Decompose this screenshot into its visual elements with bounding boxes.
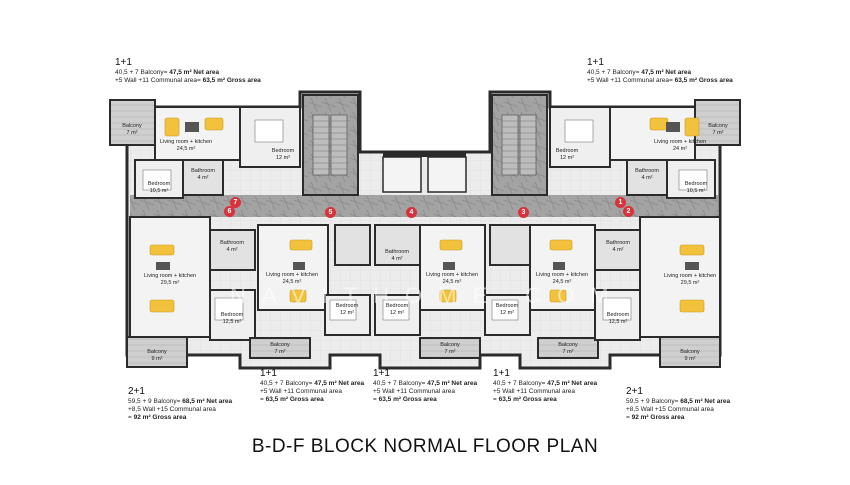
unit-info-bottom-right: 2+1 59,5 + 9 Balcony= 68,5 m² Net area +… [626, 386, 731, 421]
page-title: B-D-F BLOCK NORMAL FLOOR PLAN [251, 436, 599, 457]
bl-balcony [126, 336, 188, 368]
bed-icons [142, 119, 708, 321]
marker-1: 1 [615, 197, 626, 208]
marker-4: 4 [406, 207, 417, 218]
unit-info-bottom-mid-3: 1+1 40,5 + 7 Balcony= 47,5 m² Net area +… [493, 368, 598, 403]
marker-2: 2 [623, 206, 634, 217]
b3-balcony [537, 337, 599, 359]
unit-info-top-left: 1+1 40,5 + 7 Balcony= 47,5 m² Net area +… [115, 57, 261, 84]
elevator-1 [382, 156, 422, 193]
unit-info-top-right: 1+1 40,5 + 7 Balcony= 47,5 m² Net area +… [587, 57, 733, 84]
b1-balcony [249, 337, 311, 359]
elevator-2 [427, 156, 467, 193]
sofa-icons [149, 117, 705, 313]
b2-balcony [419, 337, 481, 359]
table-icons [156, 122, 699, 270]
marker-7: 7 [230, 197, 241, 208]
unit-info-bottom-mid-2: 1+1 40,5 + 7 Balcony= 47,5 m² Net area +… [373, 368, 478, 403]
watermark: NAVITHOME.COM [230, 283, 625, 308]
br-balcony [659, 336, 721, 368]
corridor [130, 195, 718, 217]
marker-5: 5 [325, 207, 336, 218]
unit-info-bottom-left: 2+1 59,5 + 9 Balcony= 68,5 m² Net area +… [128, 386, 233, 421]
marker-6: 6 [224, 206, 235, 217]
unit-info-bottom-mid-1: 1+1 40,5 + 7 Balcony= 47,5 m² Net area +… [260, 368, 365, 403]
marker-3: 3 [518, 207, 529, 218]
